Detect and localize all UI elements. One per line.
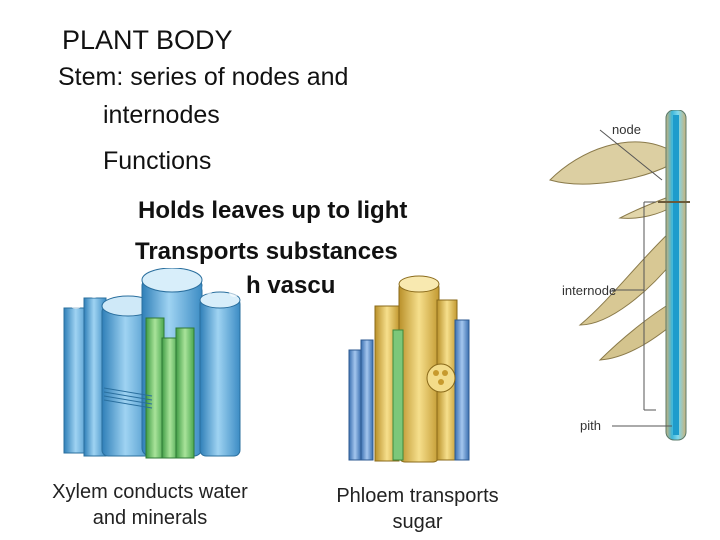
stem-definition-line-1: Stem: series of nodes and <box>58 63 349 91</box>
phloem-caption-line-1: Phloem transports <box>336 485 499 507</box>
label-pith: pith <box>580 418 601 433</box>
phloem-caption: Phloem transports sugar <box>310 483 525 535</box>
xylem-caption-line-1: Xylem conducts water <box>52 481 248 503</box>
xylem-caption: Xylem conducts water and minerals <box>35 479 265 531</box>
slide-title: PLANT BODY <box>62 25 233 55</box>
stem-definition-line-2: internodes <box>103 101 220 129</box>
functions-heading: Functions <box>103 147 212 175</box>
function-transports: Transports substances <box>135 238 398 265</box>
xylem-illustration <box>63 268 241 459</box>
label-internode: internode <box>562 283 616 298</box>
phloem-caption-line-2: sugar <box>392 511 443 533</box>
function-holds-leaves: Holds leaves up to light <box>138 197 408 224</box>
xylem-caption-line-2: and minerals <box>92 507 208 529</box>
phloem-illustration <box>348 275 470 463</box>
stem-diagram: node internode pith <box>549 110 690 441</box>
label-node: node <box>612 122 641 137</box>
function-vascular-partial: h vascu <box>246 272 336 299</box>
